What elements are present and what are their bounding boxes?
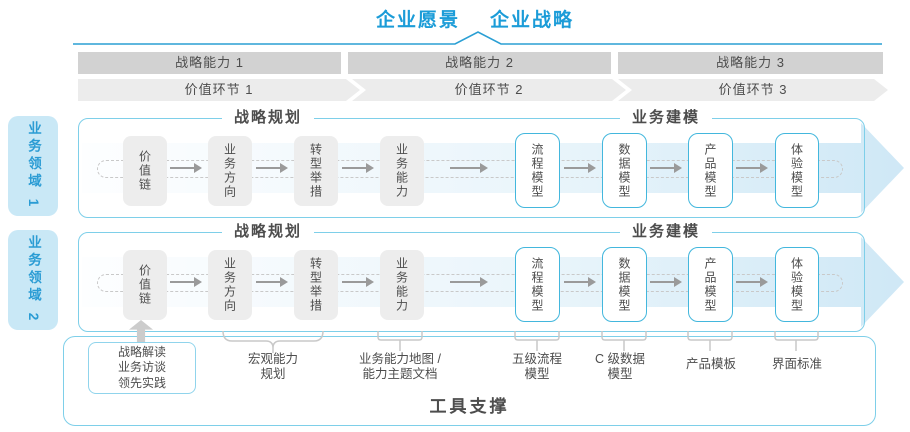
capability-bar-3: 战略能力 3 <box>618 52 883 74</box>
sidebar-item-domain-1: 业务领域 1 <box>8 116 58 216</box>
capability-bar-2: 战略能力 2 <box>348 52 611 74</box>
box-process-model: 流程模型 <box>515 133 560 208</box>
bracket-connector-icon <box>687 331 733 351</box>
dashed-flow-band <box>97 274 843 292</box>
header-caret-line-icon <box>73 31 882 45</box>
practice-input-box: 战略解读 业务访谈 领先实践 <box>88 342 196 394</box>
section-title-strategic-planning: 战略规划 <box>221 223 315 241</box>
flow-arrow-icon <box>170 277 202 287</box>
header: 企业愿景 企业战略 <box>376 5 574 32</box>
section-title-business-modeling: 业务建模 <box>619 109 713 127</box>
practice-line: 领先实践 <box>117 375 166 390</box>
enterprise-vision-title: 企业愿景 <box>376 10 461 31</box>
flow-arrow-icon <box>650 277 682 287</box>
bracket-connector-icon <box>377 331 423 351</box>
domain-row-1: 战略规划 业务建模 价值链 业务方向 转型举措 业务能力 流程模型 数据模型 产… <box>0 109 910 236</box>
enterprise-strategy-title: 企业战略 <box>490 10 575 31</box>
box-transformation-initiatives: 转型举措 <box>294 136 338 206</box>
box-business-capability: 业务能力 <box>380 250 424 320</box>
domain-2-label: 业务领域 2 <box>26 235 41 325</box>
section-title-strategic-planning: 战略规划 <box>221 109 315 127</box>
row-panel <box>78 118 865 218</box>
flow-arrow-icon <box>450 163 488 173</box>
bracket-connector-icon <box>514 331 560 351</box>
flow-arrow-icon <box>650 163 682 173</box>
dashed-flow-band <box>97 160 843 178</box>
box-business-direction: 业务方向 <box>208 136 252 206</box>
label-ui-standard: 界面标准 <box>771 357 823 371</box>
brace-connector-icon <box>222 331 324 353</box>
box-value-chain: 价值链 <box>123 136 167 206</box>
tool-support-title: 工具支撑 <box>429 397 510 416</box>
label-product-template: 产品模板 <box>685 357 737 371</box>
bracket-connector-icon <box>774 331 819 351</box>
practice-line: 战略解读 <box>117 344 166 359</box>
flow-arrow-icon <box>450 277 488 287</box>
box-experience-model: 体验模型 <box>775 133 819 208</box>
box-business-direction: 业务方向 <box>208 250 252 320</box>
flow-arrow-icon <box>342 163 374 173</box>
bracket-connector-icon <box>601 331 647 351</box>
domain-row-2: 战略规划 业务建模 价值链 业务方向 转型举措 业务能力 流程模型 数据模型 产… <box>0 223 910 350</box>
label-capability-map-docs: 业务能力地图 / 能力主题文档 <box>359 352 441 381</box>
box-value-chain: 价值链 <box>123 250 167 320</box>
flow-arrow-icon <box>256 163 288 173</box>
box-product-model: 产品模型 <box>688 247 733 322</box>
label-macro-capability-planning: 宏观能力 规划 <box>247 352 299 381</box>
flow-arrow-icon <box>564 163 596 173</box>
flow-arrow-icon <box>736 163 768 173</box>
box-process-model: 流程模型 <box>515 247 560 322</box>
flow-arrow-icon <box>564 277 596 287</box>
practice-line: 业务访谈 <box>117 360 166 375</box>
flow-arrow-icon <box>342 277 374 287</box>
value-link-chevron-3: 价值环节 3 <box>618 79 888 101</box>
sidebar-item-domain-2: 业务领域 2 <box>8 230 58 330</box>
value-link-chevron-2: 价值环节 2 <box>352 79 626 101</box>
section-title-business-modeling: 业务建模 <box>619 223 713 241</box>
flow-arrow-icon <box>256 277 288 287</box>
box-experience-model: 体验模型 <box>775 247 819 322</box>
label-five-level-process-model: 五级流程 模型 <box>511 352 563 381</box>
value-link-chevron-1: 价值环节 1 <box>78 79 360 101</box>
capability-bar-1: 战略能力 1 <box>78 52 341 74</box>
box-product-model: 产品模型 <box>688 133 733 208</box>
flow-arrow-icon <box>170 163 202 173</box>
row-panel <box>78 232 865 332</box>
tool-support-container <box>63 336 876 426</box>
domain-1-label: 业务领域 1 <box>26 121 41 211</box>
box-transformation-initiatives: 转型举措 <box>294 250 338 320</box>
box-data-model: 数据模型 <box>602 133 647 208</box>
flow-arrow-icon <box>736 277 768 287</box>
box-data-model: 数据模型 <box>602 247 647 322</box>
box-business-capability: 业务能力 <box>380 136 424 206</box>
label-c-level-data-model: C 级数据 模型 <box>594 352 646 381</box>
